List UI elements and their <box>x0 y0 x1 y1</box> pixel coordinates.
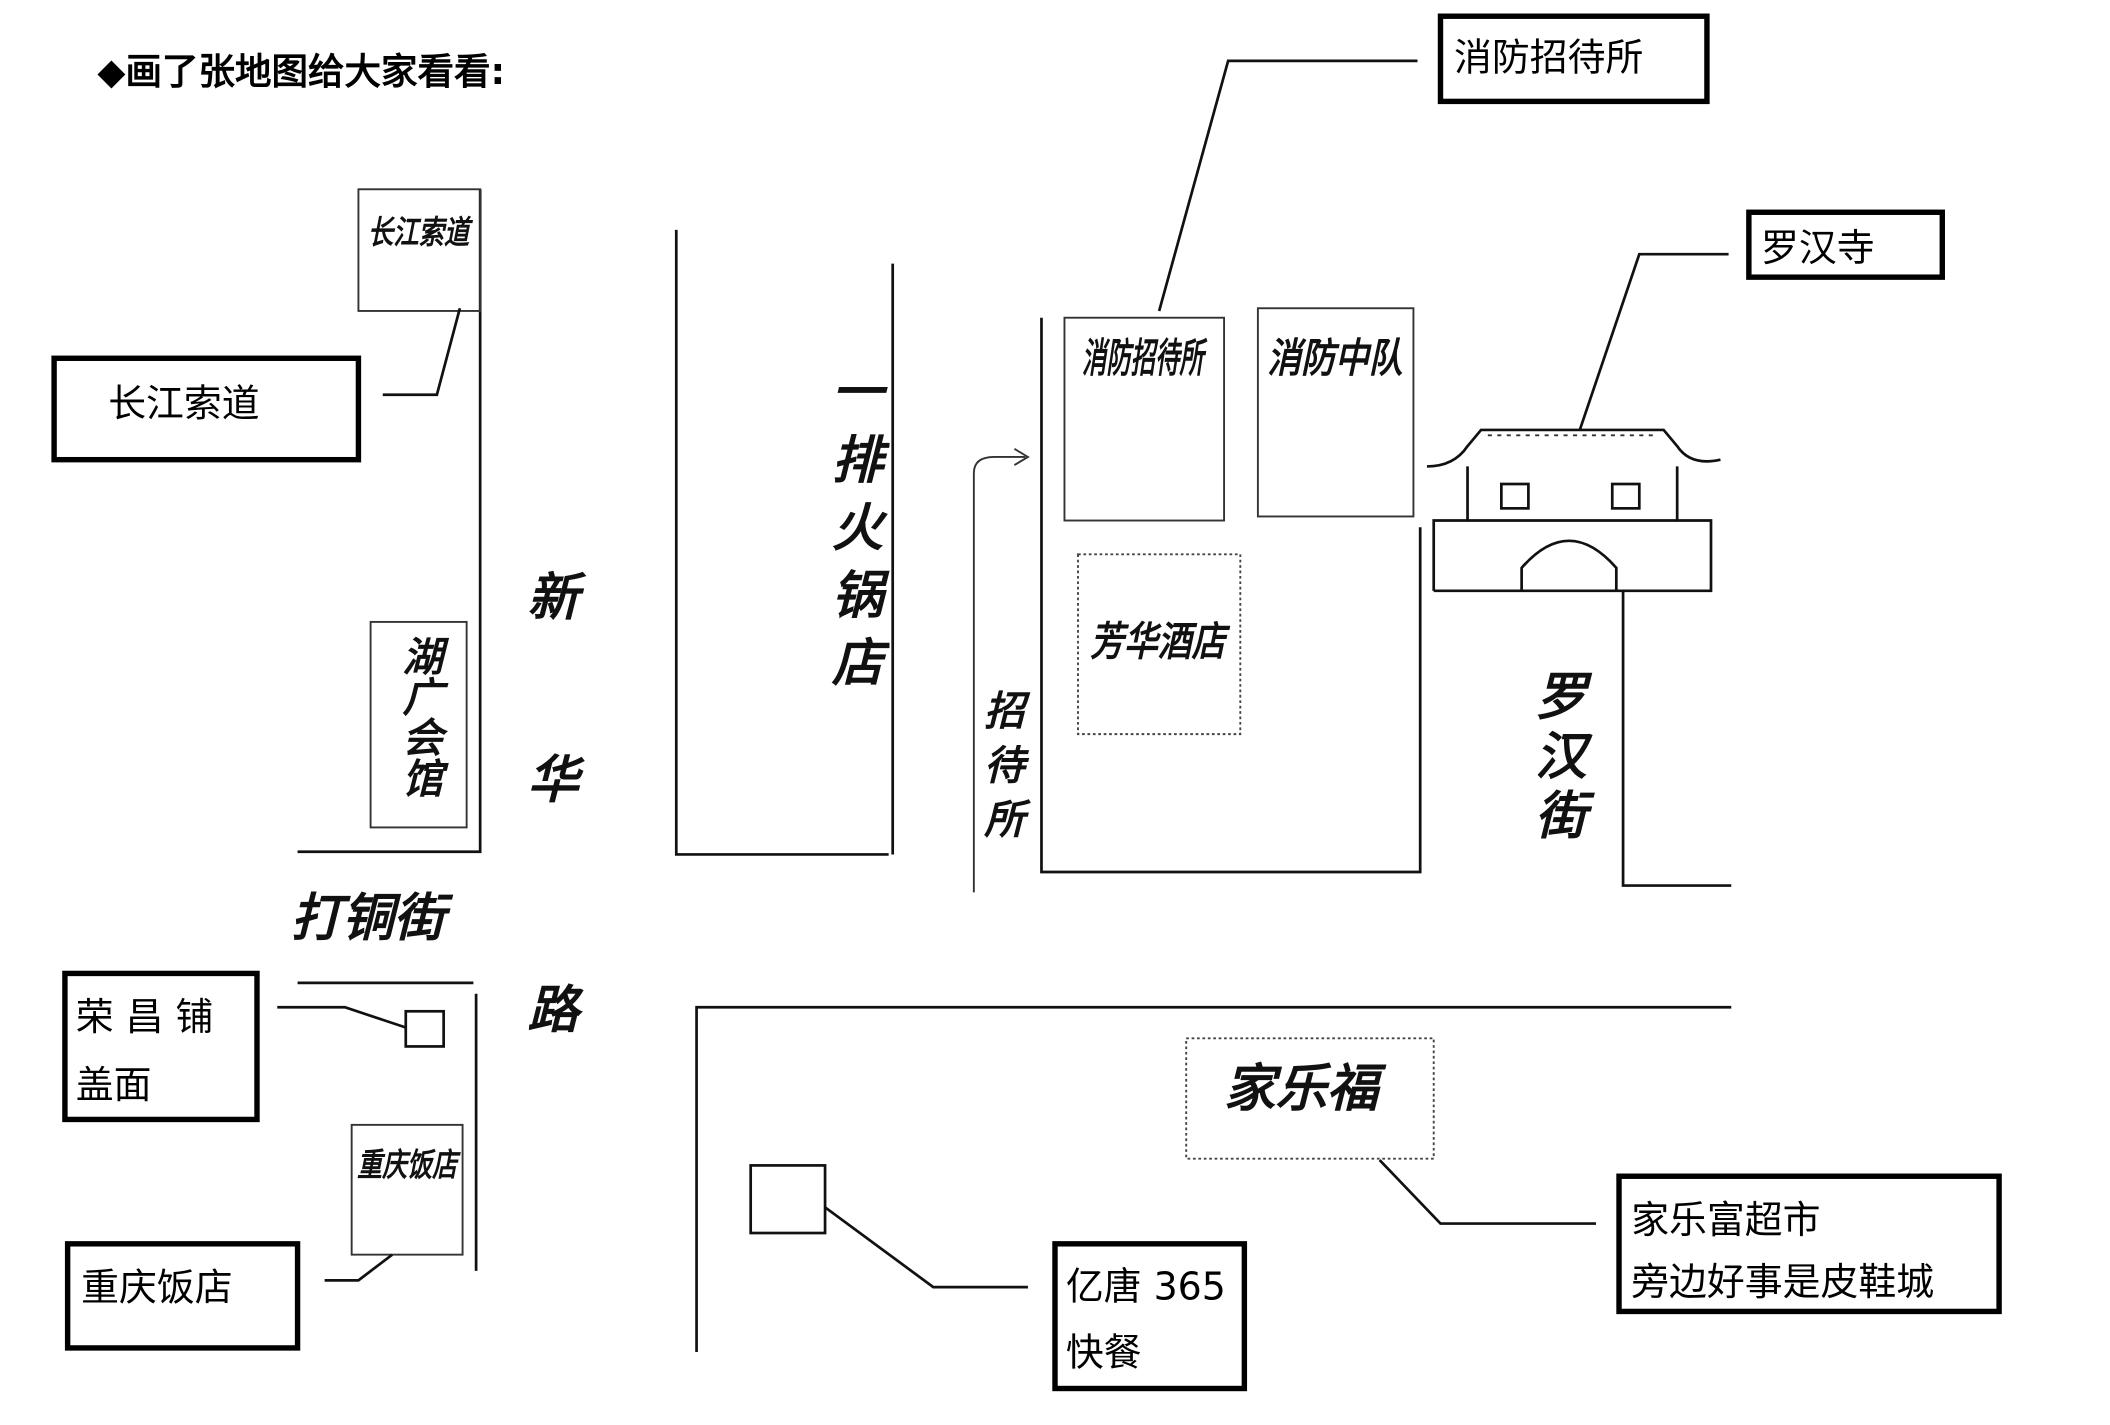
fire-guesthouse-sketch: 消防招待所 <box>1063 316 1226 522</box>
yitang-marker <box>749 1164 827 1235</box>
jialefu-handwritten: 家乐福 <box>1224 1059 1387 1119</box>
callout-label: 荣 昌 铺 <box>76 995 214 1039</box>
huguang-hall-label: 湖广会馆 <box>395 635 443 797</box>
chongqing-hotel-sketch: 重庆饭店 <box>350 1123 464 1256</box>
roads <box>297 189 1732 1352</box>
guesthouse-lane-label: 招待所 <box>977 690 1025 852</box>
callout-label: 快餐 <box>1066 1331 1142 1375</box>
arrow-icon <box>972 448 1030 893</box>
hotpot-row-label: 一排火锅店 <box>822 365 884 703</box>
huguang-hall-sketch: 湖广会馆 <box>369 620 468 829</box>
fanghua-hotel-sketch: 芳华酒店 <box>1077 553 1242 736</box>
temple-gate-icon <box>1426 428 1721 593</box>
fire-brigade-sketch: 消防中队 <box>1256 307 1415 518</box>
callout-chongqing-hotel: 重庆饭店 <box>64 1241 301 1351</box>
road-char: 新 <box>527 568 586 628</box>
fire-guesthouse-handwritten: 消防招待所 <box>1082 334 1208 382</box>
callout-label: 消防招待所 <box>1454 35 1643 79</box>
callout-jialefu: 家乐富超市 旁边好事是皮鞋城 <box>1616 1173 2002 1315</box>
callout-fire-guesthouse: 消防招待所 <box>1437 13 1710 105</box>
callout-luohan-temple: 罗汉寺 <box>1746 209 1945 280</box>
cableway-handwritten: 长江索道 <box>368 213 474 251</box>
callout-yitang: 亿唐 365 快餐 <box>1052 1241 1248 1392</box>
chongqing-hotel-handwritten: 重庆饭店 <box>357 1146 461 1184</box>
jialefu-sketch: 家乐福 <box>1185 1037 1435 1160</box>
road-char: 华 <box>527 751 585 811</box>
road-char: 路 <box>527 981 584 1041</box>
fanghua-hotel-handwritten: 芳华酒店 <box>1090 618 1231 666</box>
xinhua-road-label: 新 华 路 <box>527 568 586 1040</box>
callout-label: 罗汉寺 <box>1761 226 1875 270</box>
cableway-sketch: 长江索道 <box>357 188 482 312</box>
callout-cableway: 长江索道 <box>51 355 362 463</box>
datong-street-label: 打铜街 <box>291 889 454 949</box>
callout-label: 重庆饭店 <box>81 1266 232 1310</box>
callout-label: 旁边好事是皮鞋城 <box>1631 1260 1934 1304</box>
leader-lines <box>277 59 1729 1289</box>
luohan-street-label: 罗汉街 <box>1525 669 1585 847</box>
callout-label: 长江索道 <box>108 381 259 425</box>
rongchang-marker <box>404 1009 445 1048</box>
callout-rongchang: 荣 昌 铺 盖面 <box>62 970 260 1123</box>
callout-label: 家乐富超市 <box>1631 1198 1820 1242</box>
callout-label: 亿唐 365 <box>1066 1264 1226 1308</box>
fire-brigade-handwritten: 消防中队 <box>1267 334 1403 382</box>
callout-label: 盖面 <box>76 1063 152 1107</box>
page-title: ◆画了张地图给大家看看: <box>97 50 505 93</box>
